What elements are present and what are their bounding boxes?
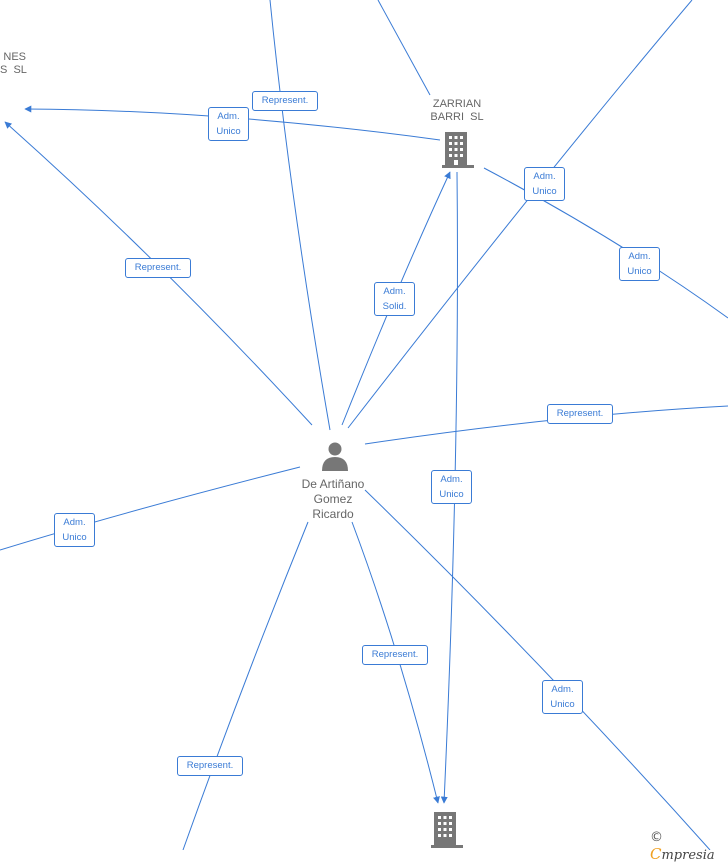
edge-zarrian-right [483, 167, 728, 319]
edge-label-represent[interactable]: Represent. [177, 756, 243, 776]
edge-label-adm-unico[interactable]: Adm. Unico [208, 107, 249, 141]
node-label-partial-left: NES S SL [0, 51, 27, 76]
edge-label-represent[interactable]: Represent. [252, 91, 318, 111]
brand-logo: © Cmpresia [650, 830, 715, 863]
edge-label-represent[interactable]: Represent. [547, 404, 613, 424]
edge-person-left [0, 466, 301, 551]
edge-label-adm-unico[interactable]: Adm. Unico [619, 247, 660, 281]
edge-zarrian-top [377, 0, 431, 96]
person-icon [322, 442, 348, 471]
edge-label-adm-solid[interactable]: Adm. Solid. [374, 282, 415, 316]
edge-person-bottom-left [182, 521, 309, 850]
edge-label-adm-unico[interactable]: Adm. Unico [54, 513, 95, 547]
node-label-zarrian: ZARRIAN BARRI SL [430, 98, 484, 123]
building-icon [442, 132, 474, 168]
edge-zarrian-to-bottom [440, 171, 458, 804]
edge-label-represent[interactable]: Represent. [125, 258, 191, 278]
edge-person-top-right [347, 0, 693, 429]
node-label-person: De Artiñano Gomez Ricardo [301, 477, 365, 521]
edge-person-top-represent [269, 0, 331, 431]
edge-label-adm-unico[interactable]: Adm. Unico [431, 470, 472, 504]
edge-label-represent[interactable]: Represent. [362, 645, 428, 665]
edge-person-bottom-right [364, 489, 711, 850]
edge-label-adm-unico[interactable]: Adm. Unico [524, 167, 565, 201]
edge-label-adm-unico[interactable]: Adm. Unico [542, 680, 583, 714]
building-icon [431, 812, 463, 848]
